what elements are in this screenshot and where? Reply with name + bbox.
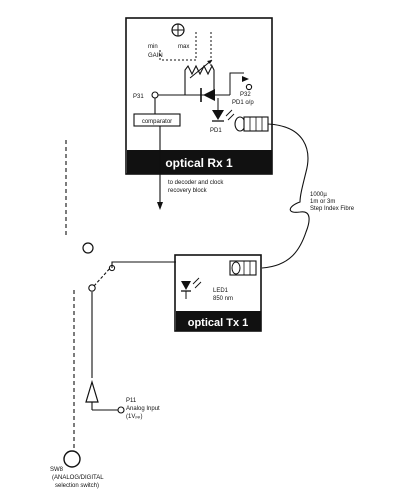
rx-title: optical Rx 1 xyxy=(165,156,233,170)
sw8-switch-icon[interactable] xyxy=(63,450,81,468)
sw8-desc-line2: selection switch) xyxy=(55,483,99,489)
optical-fibre xyxy=(261,123,310,269)
gain-min-label: min xyxy=(148,44,158,50)
p11-analog-input-label: Analog Input xyxy=(126,406,160,412)
comparator-label: comparator xyxy=(142,119,172,125)
decoder-note-line1: to decoder and clock xyxy=(168,180,224,186)
photodiode-icon xyxy=(212,98,235,122)
rx-block-outline xyxy=(125,17,273,175)
diode-icon xyxy=(200,88,215,102)
decoder-note-line2: recovery block xyxy=(168,188,208,194)
led-icon xyxy=(181,277,202,299)
pd1-op-label: PD1 o/p xyxy=(232,100,254,106)
pd1-label: PD1 xyxy=(210,128,222,134)
sw8-desc-line1: (ANALOG/DIGITAL xyxy=(52,475,104,481)
comparator-box xyxy=(133,113,181,127)
switch-to-tx-wire xyxy=(111,261,176,268)
led-wavelength-label: 850 nm xyxy=(213,296,233,302)
switch-contact-upper-icon[interactable] xyxy=(82,242,94,254)
fibre-label-line1: 1000µ xyxy=(310,192,327,198)
fibre-label-line3: Step Index Fibre xyxy=(310,206,355,212)
rx-title-bar xyxy=(127,150,272,174)
p11-testpoint-icon[interactable] xyxy=(117,406,125,414)
gain-max-label: max xyxy=(178,44,189,50)
fibre-label-line2: 1m or 3m xyxy=(310,199,335,205)
tx-connector-icon xyxy=(229,260,257,276)
rx-connector-icon xyxy=(234,116,269,132)
p32-arrow-icon xyxy=(242,76,249,82)
tx-title: optical Tx 1 xyxy=(188,317,249,329)
rx-block: optical Rx 1 min max GAIN P31 xyxy=(125,17,273,175)
p32-testpoint-icon[interactable] xyxy=(245,83,253,91)
p32-label: P32 xyxy=(240,92,251,98)
decoder-arrow-icon xyxy=(157,202,163,210)
gain-label: GAIN xyxy=(148,53,163,59)
buffer-amplifier-icon xyxy=(85,379,99,403)
p31-testpoint-icon[interactable] xyxy=(151,91,159,99)
variable-arrow-head xyxy=(207,60,212,64)
led-name-label: LED1 xyxy=(213,288,229,294)
sw8-label: SW8 xyxy=(50,467,64,473)
gain-resistor-icon xyxy=(184,64,215,80)
p11-label: P11 xyxy=(126,398,137,404)
variable-arrow xyxy=(189,59,213,79)
p31-label: P31 xyxy=(133,94,144,100)
tx-block: optical Tx 1 LED1 850 nm xyxy=(174,254,262,332)
gain-knob-icon[interactable] xyxy=(171,23,185,37)
tx-title-bar xyxy=(176,311,261,331)
switch-lever xyxy=(93,265,113,287)
gain-dotted-track xyxy=(159,32,197,61)
p11-vpp-label: (1Vₚₚ) xyxy=(126,414,142,420)
switch-pivot-icon[interactable] xyxy=(88,284,96,292)
